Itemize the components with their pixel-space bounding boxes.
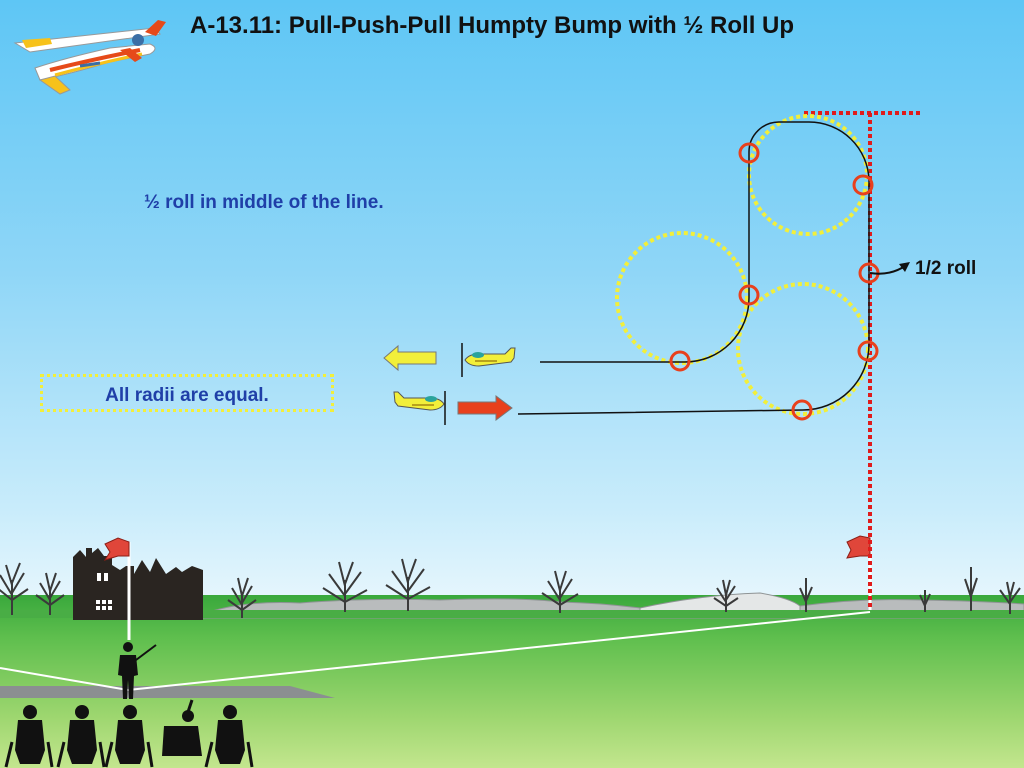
marker-circle: [852, 174, 874, 196]
sight-line: [127, 611, 871, 691]
exit-indicator: [383, 343, 516, 377]
page-title: A-13.11: Pull-Push-Pull Humpty Bump with…: [190, 12, 795, 39]
marker-circle: [669, 350, 691, 372]
tree-icon: [713, 579, 739, 612]
aerobatic-box: [804, 111, 920, 610]
radius-circle: [747, 114, 869, 236]
roll-label: 1/2 roll: [915, 258, 977, 279]
tree-icon: [0, 562, 29, 615]
pilot-silhouette-icon: [118, 642, 157, 699]
tree-icon: [35, 572, 65, 615]
runway: [0, 686, 335, 698]
pilot-flag: [103, 537, 131, 640]
radius-circle: [615, 231, 749, 365]
marker-circle: [738, 142, 760, 164]
yellow-airplane-icon: [393, 391, 445, 411]
exit-arrow: [383, 344, 437, 372]
judge-silhouette-icon: [4, 705, 54, 768]
tree-icon: [799, 578, 813, 612]
sky-background: [0, 0, 1024, 600]
radii-note-box: All radii are equal.: [40, 374, 334, 412]
flight-path: [517, 121, 870, 415]
tree-icon: [322, 561, 368, 612]
roll-arrowhead: [899, 262, 910, 272]
tree-icon: [227, 577, 257, 618]
flag-icon: [103, 537, 130, 561]
judge-silhouette-icon: [104, 705, 154, 768]
entry-indicator: [393, 391, 513, 425]
tree-icon: [999, 581, 1021, 614]
box-end-flag: [846, 535, 872, 610]
tree-icon: [919, 590, 931, 612]
tree-icon: [541, 570, 579, 613]
castle-ruin: [73, 548, 203, 620]
tree-icon: [385, 558, 431, 611]
radius-circle: [736, 282, 870, 416]
flag-icon: [846, 535, 871, 559]
judge-silhouette-icon: [162, 699, 202, 756]
judge-silhouette-icon: [56, 705, 106, 768]
marker-circle: [738, 284, 760, 306]
radii-note: All radii are equal.: [105, 385, 269, 406]
trees: [0, 558, 1021, 618]
marker-circle: [791, 399, 813, 421]
judge-silhouette-icon: [204, 705, 254, 768]
marker-circle: [857, 340, 879, 362]
yellow-airplane-icon: [464, 347, 516, 367]
aerobatic-airplane-icon: [13, 20, 166, 95]
key-point-markers: [669, 142, 880, 421]
entry-arrow: [457, 395, 513, 421]
horizon-band: [0, 610, 1024, 618]
roll-position-note: ½ roll in middle of the line.: [144, 192, 384, 213]
judges: [4, 699, 254, 768]
tree-icon: [964, 567, 978, 611]
sight-line: [0, 667, 129, 691]
